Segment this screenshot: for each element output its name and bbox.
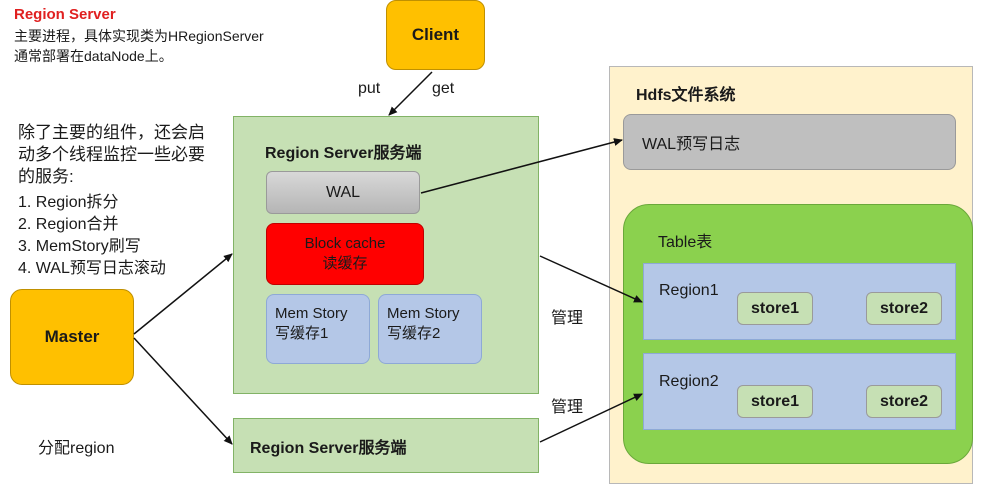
block-cache-label: Block cache — [304, 235, 386, 252]
hdfs-wal-log[interactable]: WAL预写日志 — [623, 114, 956, 170]
assign-region-label: 分配region — [38, 440, 115, 457]
region-1-label: Region1 — [659, 282, 719, 299]
arrow-master-to-second-server — [133, 337, 233, 445]
master-node[interactable]: Master — [10, 289, 134, 385]
region-server-main-title: Region Server服务端 — [265, 145, 422, 162]
store-label: store1 — [750, 299, 800, 317]
wal-label: WAL — [325, 183, 361, 201]
memstore-2-sublabel: 写缓存2 — [387, 325, 441, 342]
client-label: Client — [411, 25, 460, 44]
region-server-second-box[interactable]: Region Server服务端 — [233, 418, 539, 473]
service-item-split: 1. Region拆分 — [18, 194, 119, 211]
hdfs-title: Hdfs文件系统 — [636, 87, 736, 104]
memstore-1-label: Mem Story — [275, 305, 348, 322]
put-label: put — [358, 80, 381, 97]
region-1-store-1[interactable]: store1 — [737, 292, 813, 325]
service-item-flush: 3. MemStory刷写 — [18, 238, 141, 255]
arrow-client-to-server — [388, 71, 433, 116]
block-cache-component[interactable]: Block cache 读缓存 — [266, 223, 424, 285]
table-label: Table表 — [658, 234, 713, 251]
block-cache-sublabel: 读缓存 — [322, 255, 368, 272]
region-server-description-line1: 主要进程，具体实现类为HRegionServer — [14, 28, 264, 44]
manage-label-2: 管理 — [551, 399, 584, 416]
client-node[interactable]: Client — [386, 0, 485, 70]
memstore-2-component[interactable]: Mem Story 写缓存2 — [378, 294, 482, 364]
region-server-heading: Region Server — [14, 6, 116, 23]
memstore-1-component[interactable]: Mem Story 写缓存1 — [266, 294, 370, 364]
region-server-second-title: Region Server服务端 — [250, 439, 407, 457]
store-label: store2 — [879, 392, 929, 410]
region-2-label: Region2 — [659, 373, 719, 390]
memstore-1-sublabel: 写缓存1 — [275, 325, 329, 342]
service-item-merge: 2. Region合并 — [18, 216, 119, 233]
service-item-wal-roll: 4. WAL预写日志滚动 — [18, 260, 166, 277]
region-2-store-2[interactable]: store2 — [866, 385, 942, 418]
get-label: get — [432, 80, 455, 97]
wal-component[interactable]: WAL — [266, 171, 420, 214]
region-2-store-1[interactable]: store1 — [737, 385, 813, 418]
services-intro: 除了主要的组件，还会启动多个线程监控一些必要的服务: — [18, 123, 205, 186]
hdfs-wal-label: WAL预写日志 — [642, 136, 741, 153]
region-server-description-line2: 通常部署在dataNode上。 — [14, 48, 173, 64]
memstore-2-label: Mem Story — [387, 305, 460, 322]
store-label: store2 — [879, 299, 929, 317]
region-1-store-2[interactable]: store2 — [866, 292, 942, 325]
master-label: Master — [44, 327, 100, 346]
manage-label-1: 管理 — [551, 310, 584, 327]
store-label: store1 — [750, 392, 800, 410]
